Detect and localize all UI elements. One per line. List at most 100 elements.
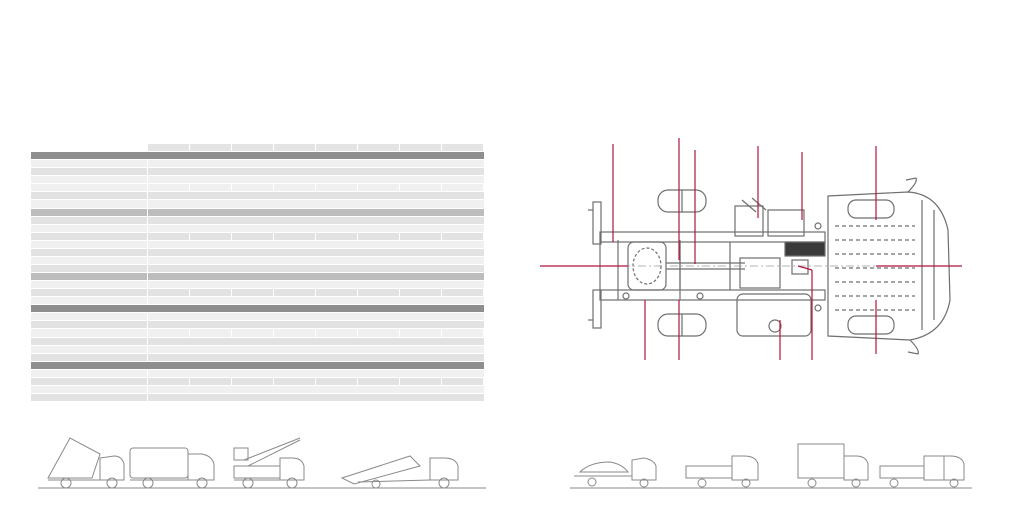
- table-row: [31, 329, 484, 337]
- box-truck-icon: [129, 447, 215, 489]
- table-cell: [316, 289, 358, 297]
- table-cell: [400, 232, 442, 240]
- table-cell: [148, 329, 190, 337]
- table-row: [31, 297, 484, 305]
- table-row: [31, 168, 484, 176]
- table-row: [31, 224, 484, 232]
- table-label-cell: [31, 345, 148, 353]
- table-cell: [400, 289, 442, 297]
- table-cell: [442, 329, 484, 337]
- table-cell: [442, 289, 484, 297]
- table-cell: [274, 329, 316, 337]
- table-label-cell: [31, 256, 148, 264]
- table-row: [31, 369, 484, 377]
- aerial-platform-truck-icon: [233, 437, 305, 489]
- cab-outline: [827, 191, 951, 341]
- table-label-cell: [31, 192, 148, 200]
- table-cell: [190, 184, 232, 192]
- table-row: [31, 248, 484, 256]
- table-row: [31, 393, 484, 401]
- table-label-cell: [31, 176, 148, 184]
- table-row: [31, 232, 484, 240]
- spec-table: [31, 144, 484, 402]
- table-cell: [190, 232, 232, 240]
- table-row: [31, 152, 484, 160]
- tipper-truck-icon: [47, 437, 125, 489]
- table-cell: [232, 329, 274, 337]
- table-label-cell: [31, 353, 148, 361]
- table-cell: [148, 232, 190, 240]
- table-row: [31, 273, 484, 281]
- table-cell: [190, 377, 232, 385]
- table-cell: [358, 184, 400, 192]
- front-wheel-upper: [847, 199, 895, 219]
- table-cell: [358, 377, 400, 385]
- table-cell: [316, 329, 358, 337]
- table-row: [31, 240, 484, 248]
- table-cell: [232, 232, 274, 240]
- table-label-cell: [31, 385, 148, 393]
- table-label-cell: [31, 224, 148, 232]
- table-cell: [274, 289, 316, 297]
- table-cell: [316, 377, 358, 385]
- table-row: [31, 256, 484, 264]
- table-cell: [358, 329, 400, 337]
- rear-bumper-lower: [592, 289, 602, 329]
- frame-rail-top: [599, 231, 826, 243]
- table-cell: [274, 232, 316, 240]
- table-cell: [148, 184, 190, 192]
- table-row: [31, 144, 484, 152]
- table-label-cell: [31, 297, 148, 305]
- table-cell: [232, 184, 274, 192]
- box-van-truck-icon: [797, 443, 869, 488]
- transmission: [739, 257, 781, 289]
- table-label-cell: [31, 393, 148, 401]
- table-row: [31, 289, 484, 297]
- table-cell: [358, 232, 400, 240]
- three-way-tipper-icon: [340, 455, 459, 489]
- table-cell: [148, 377, 190, 385]
- table-row: [31, 176, 484, 184]
- table-label-cell: [31, 160, 148, 168]
- table-label-cell: [31, 281, 148, 289]
- table-label-cell: [31, 369, 148, 377]
- table-cell: [31, 184, 148, 192]
- table-row: [31, 184, 484, 192]
- table-cell: [400, 377, 442, 385]
- table-cell: [316, 184, 358, 192]
- table-label-cell: [31, 313, 148, 321]
- table-header-cell: [316, 144, 358, 152]
- frame-rail-bottom: [599, 289, 826, 301]
- table-label-cell: [31, 216, 148, 224]
- table-label-cell: [31, 208, 148, 216]
- table-row: [31, 385, 484, 393]
- table-cell: [274, 184, 316, 192]
- table-cell: [442, 184, 484, 192]
- table-header-cell: [358, 144, 400, 152]
- table-row: [31, 264, 484, 272]
- table-cell: [442, 232, 484, 240]
- table-cell: [31, 232, 148, 240]
- table-row: [31, 216, 484, 224]
- dropside-truck-icon: [685, 455, 759, 488]
- table-row: [31, 200, 484, 208]
- table-cell: [232, 377, 274, 385]
- table-label-cell: [31, 337, 148, 345]
- table-row: [31, 345, 484, 353]
- fuel-tank: [736, 293, 812, 337]
- table-row: [31, 208, 484, 216]
- table-row: [31, 313, 484, 321]
- table-cell: [442, 377, 484, 385]
- table-label-cell: [31, 321, 148, 329]
- crew-cab-dropside-icon: [879, 455, 965, 488]
- front-wheel-lower: [847, 315, 895, 335]
- table-header-cell: [274, 144, 316, 152]
- tool-box: [767, 209, 805, 237]
- table-label-cell: [31, 168, 148, 176]
- table-row: [31, 192, 484, 200]
- table-header-cell: [400, 144, 442, 152]
- table-row: [31, 353, 484, 361]
- table-label-cell: [31, 200, 148, 208]
- table-header-cell: [148, 144, 190, 152]
- truck-variants-left: [38, 437, 486, 489]
